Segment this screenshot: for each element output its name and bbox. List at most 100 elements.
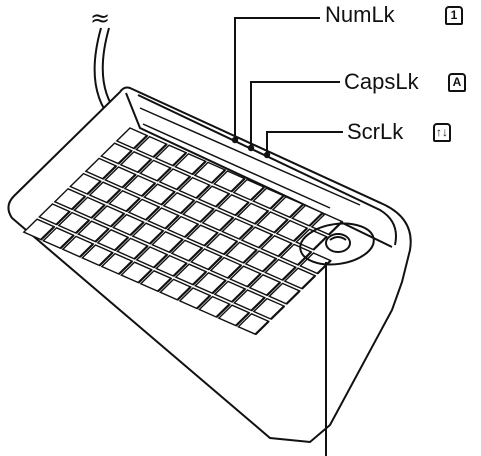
key-edge bbox=[59, 234, 75, 250]
key-edge bbox=[289, 203, 304, 219]
key-switch bbox=[299, 222, 375, 266]
key-edge bbox=[316, 259, 332, 275]
key-edge bbox=[211, 169, 226, 184]
key-edge bbox=[176, 286, 192, 301]
key-edge bbox=[195, 184, 211, 199]
key-edge bbox=[308, 212, 324, 227]
key-edge bbox=[312, 235, 328, 251]
scrlk-label: ScrLk bbox=[347, 119, 404, 144]
key-edge bbox=[238, 225, 254, 240]
key-edge bbox=[133, 245, 149, 260]
key-edge bbox=[254, 210, 269, 225]
key-edge bbox=[157, 277, 172, 293]
key-edge bbox=[137, 158, 152, 174]
key-edge bbox=[137, 268, 153, 284]
key-edge bbox=[231, 288, 246, 303]
key-edge bbox=[153, 253, 168, 269]
key bbox=[237, 312, 270, 336]
key-edge bbox=[172, 262, 188, 277]
key-edge bbox=[196, 294, 211, 310]
key-edge bbox=[55, 210, 71, 226]
key-edge bbox=[98, 251, 114, 267]
key-edge bbox=[266, 281, 281, 297]
key-edge bbox=[270, 305, 285, 320]
key-edge bbox=[152, 143, 168, 158]
key-edge bbox=[235, 311, 250, 327]
key-edge bbox=[273, 218, 289, 234]
key-edge bbox=[114, 236, 129, 252]
key-edge bbox=[258, 233, 273, 249]
key-edge bbox=[293, 227, 308, 242]
key-edge bbox=[149, 229, 164, 245]
capslk-icon: A bbox=[448, 73, 466, 92]
key-edge bbox=[164, 214, 180, 230]
key-edge bbox=[188, 247, 203, 262]
scrlk-icon: ↑↓ bbox=[433, 123, 451, 142]
capslk-led bbox=[247, 144, 255, 152]
key-edge bbox=[250, 186, 265, 201]
key-edge bbox=[227, 264, 242, 279]
key-edge bbox=[219, 216, 234, 232]
key-edge bbox=[129, 221, 145, 236]
scrlk-led bbox=[263, 151, 271, 159]
key-edge bbox=[203, 231, 219, 247]
key-edge bbox=[141, 182, 156, 197]
capslk-label: CapsLk bbox=[344, 69, 419, 94]
indicator-strip bbox=[139, 107, 361, 209]
numlk-led bbox=[231, 136, 239, 144]
key-edge bbox=[192, 270, 207, 286]
key-edge bbox=[156, 167, 172, 182]
key-edge bbox=[117, 149, 133, 165]
key-edge bbox=[110, 212, 125, 228]
key-edge bbox=[262, 257, 277, 273]
key-edge bbox=[281, 266, 297, 281]
key-edge bbox=[75, 219, 90, 234]
key-edge bbox=[125, 197, 141, 213]
key-edge bbox=[180, 199, 195, 215]
key-edge bbox=[86, 180, 102, 195]
key-edge bbox=[242, 249, 258, 264]
key-edge bbox=[250, 296, 266, 312]
key-edge bbox=[246, 272, 262, 288]
key-edge bbox=[94, 227, 110, 243]
key-edge bbox=[79, 243, 94, 258]
key-edge bbox=[301, 274, 316, 290]
cable-break-symbol: ≈ bbox=[90, 4, 111, 32]
key-edge bbox=[269, 194, 285, 210]
key-edge bbox=[199, 208, 215, 223]
numlk-label: NumLk bbox=[325, 2, 395, 27]
key-edge bbox=[215, 303, 231, 318]
key-edge bbox=[160, 190, 176, 206]
key-edge bbox=[118, 260, 133, 275]
key bbox=[260, 234, 293, 258]
key-edge bbox=[215, 192, 230, 208]
key-edge bbox=[207, 255, 223, 271]
key-edge bbox=[223, 240, 238, 256]
key-edge bbox=[106, 188, 121, 204]
key-edge bbox=[277, 242, 293, 258]
capslk-leader bbox=[250, 81, 340, 145]
indicator-leds bbox=[231, 136, 271, 159]
key-edge bbox=[230, 177, 246, 193]
key-edge bbox=[121, 173, 137, 189]
key-edge bbox=[297, 251, 312, 266]
key-edge bbox=[285, 290, 301, 305]
key-edge bbox=[191, 160, 207, 176]
key-edge bbox=[172, 151, 187, 167]
key-edge bbox=[133, 134, 148, 150]
key-edge bbox=[168, 238, 184, 254]
scrlk-leader bbox=[266, 131, 343, 152]
key-edge bbox=[71, 195, 86, 211]
key-edge bbox=[211, 279, 227, 295]
key-edge bbox=[254, 320, 270, 336]
key-edge bbox=[145, 206, 160, 221]
numlk-icon: 1 bbox=[445, 6, 463, 25]
leader-lines bbox=[234, 17, 343, 456]
key-edge bbox=[40, 225, 55, 241]
key-edge bbox=[90, 204, 106, 219]
key-edge bbox=[234, 201, 250, 217]
numlk-leader bbox=[234, 17, 320, 137]
key-edge bbox=[176, 175, 191, 191]
key-grid bbox=[22, 127, 344, 336]
